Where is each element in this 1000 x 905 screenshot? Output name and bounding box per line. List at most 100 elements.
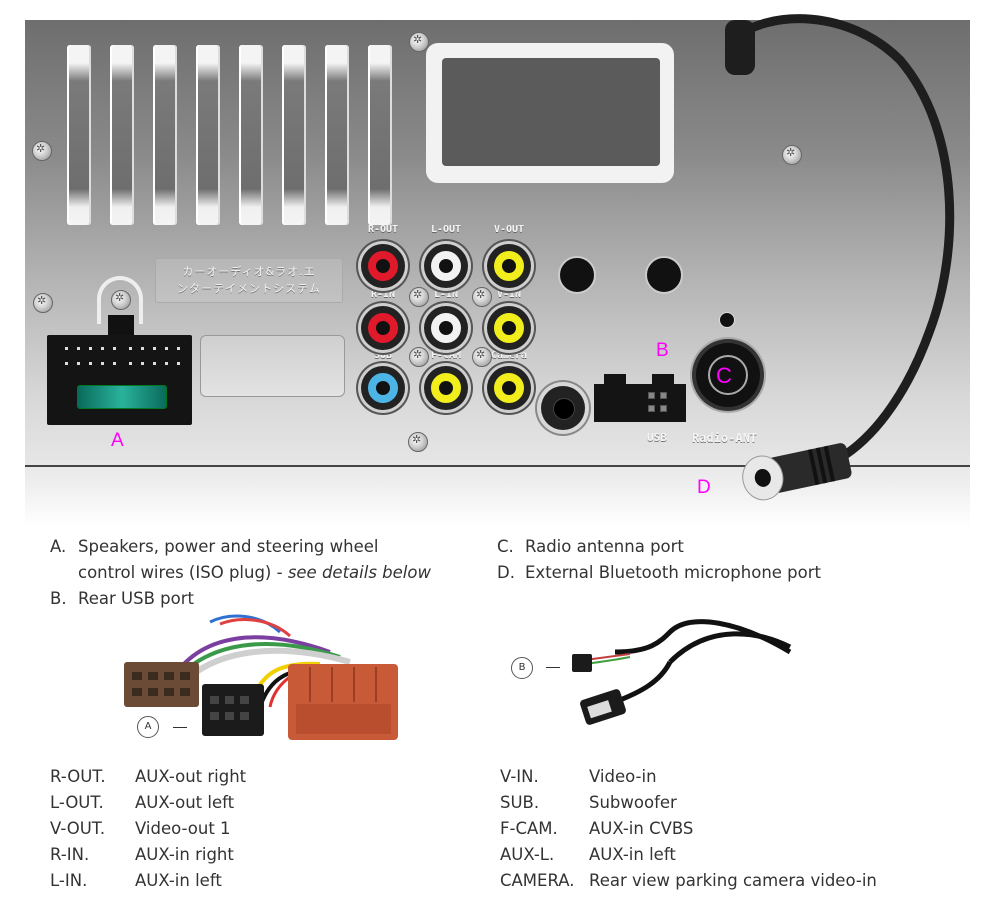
connector-legend-right: V-IN.Video-in SUB.Subwoofer F-CAM.AUX-in… xyxy=(500,764,980,894)
description-letter: A. xyxy=(50,537,67,556)
description-text: Radio antenna port xyxy=(525,537,684,556)
legend-abbr: V-IN. xyxy=(500,767,539,786)
legend-meaning: Video-out 1 xyxy=(135,819,231,838)
rca-label-v-in: V-IN xyxy=(496,289,522,300)
description-text: Rear USB port xyxy=(78,589,194,608)
aux-jack-hole xyxy=(553,398,575,420)
callout-b: B xyxy=(656,340,669,361)
rca-jack-l-in[interactable] xyxy=(424,306,468,350)
description-text: External Bluetooth microphone port xyxy=(525,563,821,582)
rca-jack-v-in[interactable] xyxy=(487,306,531,350)
rca-jack-camera[interactable] xyxy=(487,366,531,410)
vent-slot xyxy=(282,45,306,225)
description-text: Speakers, power and steering wheel xyxy=(78,537,379,556)
iso-plug-tab xyxy=(108,315,134,337)
rca-label-v-out: V-OUT xyxy=(493,224,525,235)
vent-slot xyxy=(368,45,392,225)
japanese-label-line: カーオーディオ&ラオ.エ xyxy=(182,265,316,278)
screw-icon xyxy=(409,287,429,307)
legend-abbr: R-IN. xyxy=(50,845,90,864)
rca-jack-l-out[interactable] xyxy=(424,244,468,288)
legend-row: R-OUT. AUX-out right xyxy=(50,764,450,790)
rca-jack-r-in[interactable] xyxy=(361,306,405,350)
rca-jack-f-cam[interactable] xyxy=(424,366,468,410)
description-text: control wires (ISO plug) - xyxy=(78,563,288,582)
description-list-left: A. Speakers, power and steering wheel con… xyxy=(50,534,470,612)
legend-meaning: Video-in xyxy=(589,767,657,786)
description-item-b: B. Rear USB port xyxy=(50,586,470,612)
rca-label-f-cam: F-CAM xyxy=(430,350,462,361)
japanese-label-plate: カーオーディオ&ラオ.エ ンターテイメントシステム xyxy=(155,258,343,303)
legend-abbr: AUX-L. xyxy=(500,845,555,864)
callout-c: C xyxy=(716,363,732,388)
mounting-hole xyxy=(558,256,596,294)
legend-abbr: SUB. xyxy=(500,793,540,812)
fuse xyxy=(77,385,167,409)
rca-label-r-in: R-IN xyxy=(370,289,396,300)
vent-slot xyxy=(196,45,220,225)
rear-usb-port[interactable] xyxy=(594,384,686,422)
description-item-c: C. Radio antenna port xyxy=(497,534,917,560)
vent-slot xyxy=(239,45,263,225)
legend-row: R-IN.AUX-in right xyxy=(50,842,450,868)
rca-jack-v-out[interactable] xyxy=(487,244,531,288)
legend-abbr: R-OUT. xyxy=(50,767,106,786)
rca-jack-r-out[interactable] xyxy=(361,244,405,288)
legend-row: F-CAM.AUX-in CVBS xyxy=(500,816,980,842)
usb-port-notch xyxy=(604,374,626,386)
heatsink-window xyxy=(442,58,660,166)
description-letter: C. xyxy=(497,537,514,556)
legend-row: V-IN. Video-in xyxy=(500,764,980,790)
legend-meaning: AUX-out right xyxy=(135,767,247,786)
rca-label-camera: Camera xyxy=(490,350,528,361)
vent-slot xyxy=(325,45,349,225)
legend-abbr: F-CAM. xyxy=(500,819,558,838)
description-letter: B. xyxy=(50,589,67,608)
legend-meaning: AUX-in left xyxy=(589,845,676,864)
vent-slot xyxy=(67,45,91,225)
screw-icon xyxy=(409,32,429,52)
screw-icon xyxy=(409,347,429,367)
rca-label-sub: SUB xyxy=(373,350,393,361)
legend-meaning: AUX-in left xyxy=(135,871,222,890)
legend-row: L-IN. AUX-in left xyxy=(50,868,450,894)
legend-row: L-OUT. AUX-out left xyxy=(50,790,450,816)
description-item-a-continued: control wires (ISO plug) - see details b… xyxy=(50,560,470,586)
screw-icon xyxy=(33,293,53,313)
connector-legend-left: R-OUT. AUX-out right L-OUT. AUX-out left V… xyxy=(50,764,450,894)
screw-icon xyxy=(32,141,52,161)
callout-d: D xyxy=(697,477,711,498)
description-list-right: C. Radio antenna port D. External Bluetoot… xyxy=(497,534,917,586)
legend-meaning: AUX-out left xyxy=(135,793,235,812)
iso-harness-image xyxy=(124,614,398,740)
rca-label-l-out: L-OUT xyxy=(430,224,462,235)
description-item-a: A. Speakers, power and steering wheel xyxy=(50,534,470,560)
badge-leader-line xyxy=(546,667,560,668)
rca-label-l-in: L-IN xyxy=(433,289,459,300)
legend-meaning: Subwoofer xyxy=(589,793,677,812)
legend-abbr: L-OUT. xyxy=(50,793,104,812)
screw-icon xyxy=(472,287,492,307)
callout-a: A xyxy=(111,430,124,451)
screw-icon xyxy=(472,347,492,367)
radio-ant-label: Radio-ANT xyxy=(692,431,758,445)
rca-jack-sub[interactable] xyxy=(361,366,405,410)
description-letter: D. xyxy=(497,563,515,582)
vent-slot xyxy=(110,45,134,225)
legend-abbr: CAMERA. xyxy=(500,871,575,890)
legend-row: CAMERA. Rear view parking camera video-in xyxy=(500,868,980,894)
usb-cable-image xyxy=(572,619,792,725)
legend-row: AUX-L. AUX-in left xyxy=(500,842,980,868)
badge-leader-line xyxy=(173,727,187,728)
legend-meaning: Rear view parking camera video-in xyxy=(589,871,877,890)
legend-abbr: L-IN. xyxy=(50,871,88,890)
blank-cover-plate xyxy=(200,335,345,397)
screw-icon xyxy=(408,432,428,452)
legend-row: V-OUT.Video-out 1 xyxy=(50,816,450,842)
legend-row: SUB. Subwoofer xyxy=(500,790,980,816)
rca-label-r-out: R-OUT xyxy=(367,224,399,235)
see-details-link: see details below xyxy=(287,563,431,582)
iso-plug-port xyxy=(47,335,192,425)
screw-icon xyxy=(782,145,802,165)
japanese-label-line: ンターテイメントシステム xyxy=(177,282,321,295)
